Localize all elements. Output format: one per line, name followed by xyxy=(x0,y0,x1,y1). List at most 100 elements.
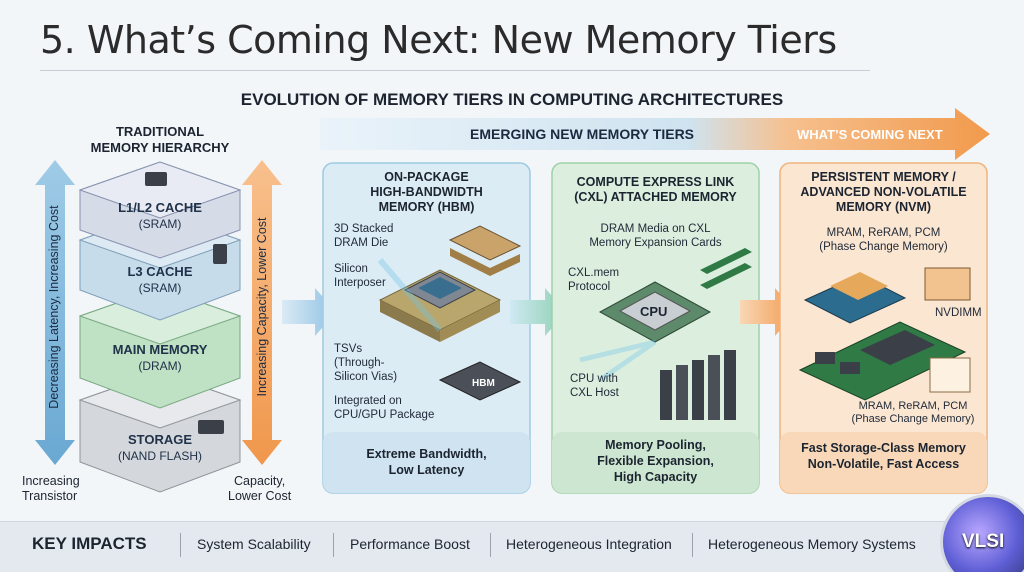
nvm-types-line1: MRAM, ReRAM, PCM xyxy=(826,227,941,239)
impact-divider-1 xyxy=(180,533,181,557)
impact-divider-3 xyxy=(490,533,491,557)
hbm-tsv-label: TSVs (Through- Silicon Vias) xyxy=(334,342,397,384)
cxl-footer-line3: High Capacity xyxy=(613,470,698,484)
hbm-integrated-line2: CPU/GPU Package xyxy=(334,409,435,421)
hbm-interposer-line1: Silicon xyxy=(334,263,368,275)
hbm-tsv-line1: TSVs xyxy=(334,343,363,355)
hbm-chip-label: HBM xyxy=(472,378,495,389)
layer-l3-name: L3 CACHE xyxy=(127,264,193,279)
layer-storage-name: STORAGE xyxy=(127,432,193,447)
cxl-host-label: CPU with CXL Host xyxy=(570,372,619,400)
hbm-stack-label: 3D Stacked DRAM Die xyxy=(334,222,393,250)
layer-main-sub: (DRAM) xyxy=(138,359,182,373)
impact-item-integration: Heterogeneous Integration xyxy=(506,536,672,552)
hbm-title: ON-PACKAGE HIGH-BANDWIDTH MEMORY (HBM) xyxy=(323,170,530,215)
cxl-footer: Memory Pooling, Flexible Expansion, High… xyxy=(552,437,759,485)
cxl-host-line1: CPU with xyxy=(570,373,618,385)
key-impacts-label: KEY IMPACTS xyxy=(32,534,147,553)
key-impacts-bar xyxy=(0,521,1024,572)
nvm-panel-bg xyxy=(779,162,988,494)
hbm-interposer-line2: Interposer xyxy=(334,277,386,289)
right-axis-label: Increasing Capacity, Lower Cost xyxy=(255,217,269,397)
right-foot-line1: Capacity, xyxy=(234,474,286,488)
traditional-title-line1: TRADITIONAL xyxy=(115,124,205,139)
left-foot-label: Increasing Transistor xyxy=(22,474,80,504)
nvm-footer-line2: Non-Volatile, Fast Access xyxy=(807,457,960,471)
cxl-footer-line2: Flexible Expansion, xyxy=(597,454,714,468)
layer-main-memory: MAIN MEMORY (DRAM) xyxy=(85,342,235,374)
layer-l1l2-name: L1/L2 CACHE xyxy=(118,200,202,215)
nvm-illustration xyxy=(798,267,971,401)
nvm-types-label-2: MRAM, ReRAM, PCM (Phase Change Memory) xyxy=(838,400,988,426)
cxl-title: COMPUTE EXPRESS LINK (CXL) ATTACHED MEMO… xyxy=(552,175,759,205)
cxl-dram-line2: Memory Expansion Cards xyxy=(589,237,722,249)
cxl-title-line2: (CXL) ATTACHED MEMORY xyxy=(574,190,737,204)
vlsi-logo-text: VLSI xyxy=(962,531,1005,552)
cxl-illustration: CPU xyxy=(598,248,752,420)
hbm-integrated-label: Integrated on CPU/GPU Package xyxy=(334,394,434,422)
nvm-title-line2: ADVANCED NON-VOLATILE xyxy=(800,185,967,199)
nvm-title-line3: MEMORY (NVM) xyxy=(835,200,932,214)
nvm-title-line1: PERSISTENT MEMORY / xyxy=(811,170,956,184)
impact-item-performance: Performance Boost xyxy=(350,536,470,552)
layer-main-name: MAIN MEMORY xyxy=(112,342,208,357)
nvm-types2-line2: (Phase Change Memory) xyxy=(851,413,975,425)
layer-l3-sub: (SRAM) xyxy=(138,281,182,295)
emerging-tiers-banner-arrow xyxy=(320,108,990,160)
traditional-hierarchy-title: TRADITIONAL MEMORY HIERARCHY xyxy=(60,124,260,156)
cxl-host-line2: CXL Host xyxy=(570,387,619,399)
layer-storage: STORAGE (NAND FLASH) xyxy=(85,432,235,464)
cxl-dram-line1: DRAM Media on CXL xyxy=(600,223,711,235)
layer-storage-sub: (NAND FLASH) xyxy=(117,449,202,463)
hbm-illustration: HBM xyxy=(378,225,522,401)
right-foot-line2: Lower Cost xyxy=(228,489,292,503)
cxl-protocol-line2: Protocol xyxy=(568,281,611,293)
hbm-title-line1: ON-PACKAGE xyxy=(384,170,469,184)
nvm-footer: Fast Storage-Class Memory Non-Volatile, … xyxy=(780,440,987,472)
nvm-types-line2: (Phase Change Memory) xyxy=(819,241,948,253)
nvm-title: PERSISTENT MEMORY / ADVANCED NON-VOLATIL… xyxy=(780,170,987,215)
cxl-protocol-label: CXL.mem Protocol xyxy=(568,266,619,294)
hbm-interposer-label: Silicon Interposer xyxy=(334,262,386,290)
hbm-stack-line1: 3D Stacked xyxy=(334,223,394,235)
memory-hierarchy-stack xyxy=(78,161,242,493)
left-foot-line1: Increasing xyxy=(22,474,80,488)
layer-l1l2: L1/L2 CACHE (SRAM) xyxy=(85,200,235,232)
cxl-protocol-line1: CXL.mem xyxy=(568,267,620,279)
cxl-title-line1: COMPUTE EXPRESS LINK xyxy=(576,175,735,189)
impact-item-memory-systems: Heterogeneous Memory Systems xyxy=(708,536,916,552)
cxl-dram-label: DRAM Media on CXL Memory Expansion Cards xyxy=(552,222,759,250)
hbm-footer-line1: Extreme Bandwidth, xyxy=(366,447,487,461)
nvm-types2-line1: MRAM, ReRAM, PCM xyxy=(858,400,968,412)
vlsi-logo xyxy=(940,494,1024,572)
hbm-tsv-line2: (Through- xyxy=(334,357,385,369)
title-divider xyxy=(40,70,870,71)
banner-emerging-label: EMERGING NEW MEMORY TIERS xyxy=(470,126,695,142)
hbm-tsv-line3: Silicon Vias) xyxy=(334,371,398,383)
cpu-chip-label: CPU xyxy=(640,304,667,319)
page-title: 5. What’s Coming Next: New Memory Tiers xyxy=(40,18,837,62)
hbm-footer-line2: Low Latency xyxy=(388,463,465,477)
hbm-stack-line2: DRAM Die xyxy=(334,237,389,249)
banner-next-label: WHAT’S COMING NEXT xyxy=(797,127,943,142)
diagram-subtitle: EVOLUTION OF MEMORY TIERS IN COMPUTING A… xyxy=(240,90,784,109)
left-foot-line2: Transistor xyxy=(22,489,78,503)
capacity-cost-arrow xyxy=(242,160,282,465)
hbm-title-line2: HIGH-BANDWIDTH xyxy=(370,185,483,199)
signal-rays xyxy=(377,258,657,383)
latency-cost-arrow xyxy=(35,160,75,465)
hbm-integrated-line1: Integrated on xyxy=(334,395,402,407)
layer-l1l2-sub: (SRAM) xyxy=(138,217,182,231)
nvdimm-label: NVDIMM xyxy=(935,307,982,319)
impact-divider-4 xyxy=(692,533,693,557)
nvm-footer-line1: Fast Storage-Class Memory xyxy=(801,441,966,455)
nvm-types-label: MRAM, ReRAM, PCM (Phase Change Memory) xyxy=(780,226,987,254)
traditional-title-line2: MEMORY HIERARCHY xyxy=(90,140,230,155)
layer-l3: L3 CACHE (SRAM) xyxy=(85,264,235,296)
cxl-footer-line1: Memory Pooling, xyxy=(605,438,706,452)
left-axis-label: Decreasing Latency, Increasing Cost xyxy=(47,205,61,409)
impact-item-scalability: System Scalability xyxy=(197,536,311,552)
impact-divider-2 xyxy=(333,533,334,557)
hbm-title-line3: MEMORY (HBM) xyxy=(378,200,475,214)
